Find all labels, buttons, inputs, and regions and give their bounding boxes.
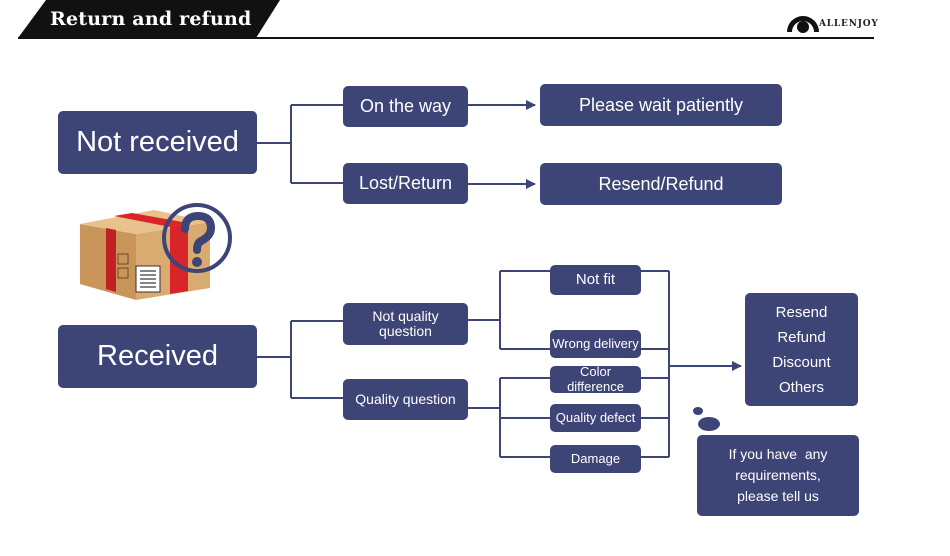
issue-quality-defect: Quality defect (550, 404, 641, 432)
not-quality-line1: Not quality (372, 308, 439, 324)
brand-name: ALLENJOY (819, 19, 879, 29)
node-on-the-way: On the way (343, 86, 468, 127)
node-quality-question: Quality question (343, 379, 468, 420)
header-tab (18, 0, 280, 38)
issue-wrong-delivery: Wrong delivery (550, 330, 641, 358)
thought-bubble-large (698, 417, 720, 431)
note-box: If you have any requirements, please tel… (697, 435, 859, 516)
thought-bubble-small (693, 407, 703, 415)
node-lost-return: Lost/Return (343, 163, 468, 204)
node-received: Received (58, 325, 257, 388)
node-not-received: Not received (58, 111, 257, 174)
node-not-quality-question: Not quality question (343, 303, 468, 345)
issue-damage: Damage (550, 445, 641, 473)
note-line-1: If you have any (728, 446, 828, 462)
solutions-box: Resend Refund Discount Others (745, 293, 858, 406)
page-title: Return and refund (50, 8, 252, 30)
issue-not-fit: Not fit (550, 265, 641, 295)
solution-refund: Refund (777, 328, 826, 346)
result-please-wait: Please wait patiently (540, 84, 782, 126)
issue-color-difference: Color difference (550, 364, 641, 393)
header-divider (18, 37, 874, 39)
solution-others: Others (778, 378, 824, 396)
not-quality-line2: question (379, 323, 432, 339)
note-line-2: requirements, (735, 467, 821, 483)
note-line-3: please tell us (737, 488, 819, 504)
allenjoy-logo-icon (787, 16, 819, 33)
solution-discount: Discount (772, 353, 831, 371)
result-resend-refund: Resend/Refund (540, 163, 782, 205)
package-question-icon (80, 203, 232, 300)
solution-resend: Resend (775, 303, 828, 321)
